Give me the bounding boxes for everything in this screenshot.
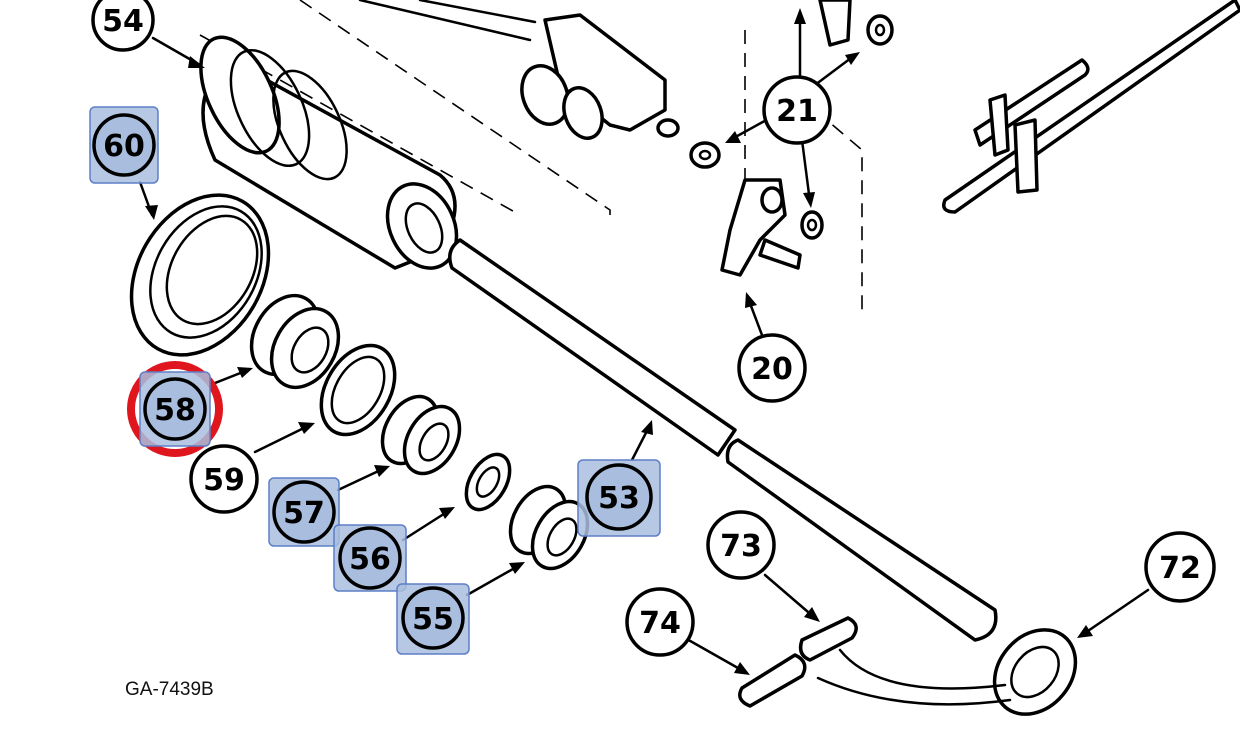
part-73-pin [798, 616, 858, 662]
callout-72[interactable]: 72 [1144, 531, 1216, 603]
leader-arrows [138, 8, 1150, 675]
callout-20[interactable]: 20 [737, 333, 807, 403]
svg-text:59: 59 [203, 463, 245, 498]
svg-text:56: 56 [349, 542, 391, 577]
callout-57[interactable]: 57 [268, 477, 340, 547]
callout-55[interactable]: 55 [396, 583, 470, 655]
callouts: 54 60 58 59 57 56 [89, 0, 1216, 657]
callout-59[interactable]: 59 [189, 444, 259, 514]
part-59-washer [319, 343, 397, 437]
svg-text:60: 60 [103, 129, 145, 164]
top-bracket [358, 0, 680, 140]
part-74-pin [738, 653, 807, 708]
callout-56[interactable]: 56 [333, 524, 407, 592]
callout-21[interactable]: 21 [762, 75, 832, 145]
callout-74[interactable]: 74 [625, 587, 695, 657]
svg-text:55: 55 [412, 602, 454, 637]
part-72-bearing [992, 628, 1078, 716]
callout-54[interactable]: 54 [91, 0, 155, 52]
part-56-washer [464, 452, 512, 512]
callout-53[interactable]: 53 [577, 459, 661, 537]
callout-58[interactable]: 58 [127, 361, 223, 457]
svg-text:73: 73 [720, 529, 762, 564]
svg-text:74: 74 [639, 606, 681, 641]
svg-text:58: 58 [154, 393, 196, 428]
part-55-bearing [508, 484, 590, 571]
svg-text:57: 57 [283, 496, 325, 531]
part-53-shaft [448, 238, 998, 642]
callout-73[interactable]: 73 [706, 510, 776, 580]
part-57-bearing [380, 394, 462, 476]
figure-code: GA-7439B [125, 679, 214, 700]
part-21-hardware [689, 0, 894, 240]
svg-text:53: 53 [598, 481, 640, 516]
rod-assembly [942, 0, 1240, 214]
part-58-bushing [249, 293, 341, 390]
svg-text:72: 72 [1159, 551, 1201, 586]
svg-text:21: 21 [776, 94, 818, 129]
part-60-seal [129, 193, 271, 357]
svg-text:54: 54 [102, 4, 144, 39]
callout-60[interactable]: 60 [89, 106, 159, 184]
part-54-tube [199, 35, 459, 270]
svg-text:20: 20 [751, 352, 793, 387]
curved-leader-lines [816, 648, 1012, 706]
part-20-lever [720, 178, 802, 277]
